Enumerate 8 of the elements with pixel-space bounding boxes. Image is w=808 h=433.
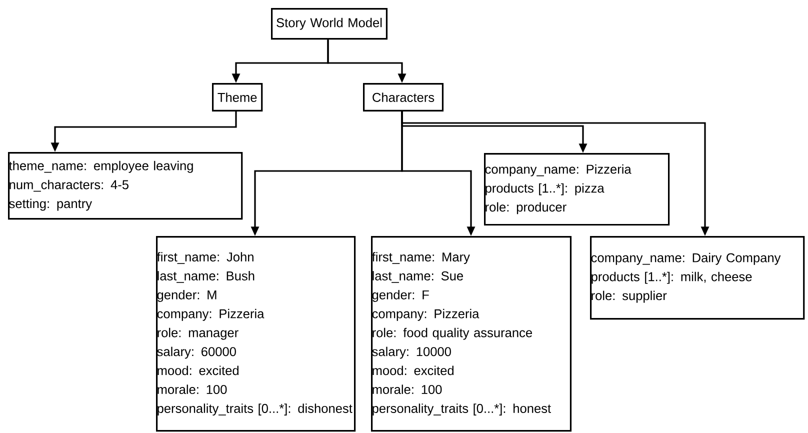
attribute-box: company_name: Pizzeria products [1..*]: pizza role: producer [484, 153, 670, 226]
attribute-box: first_name: Mary last_name: Sue gender: F company: Pizzeria role: food quality assurance salary: 10000 mood: excited morale: 100 personality_traits [0...*]: honest [371, 236, 572, 432]
attribute-box: first_name: John last_name: Bush gender: M company: Pizzeria role: manager salary: 60000 mood: excited morale: 100 personality_traits [0...*]: dishonest [156, 236, 356, 432]
heading-box: Theme [212, 83, 263, 112]
attribute-box: company_name: Dairy Company products [1..*]: milk, cheese role: supplier [590, 236, 805, 320]
heading-box: Story World Model [271, 8, 388, 40]
heading-box: Characters [363, 83, 444, 112]
attribute-box: theme_name: employee leaving num_characters: 4-5 setting: pantry [8, 152, 243, 220]
